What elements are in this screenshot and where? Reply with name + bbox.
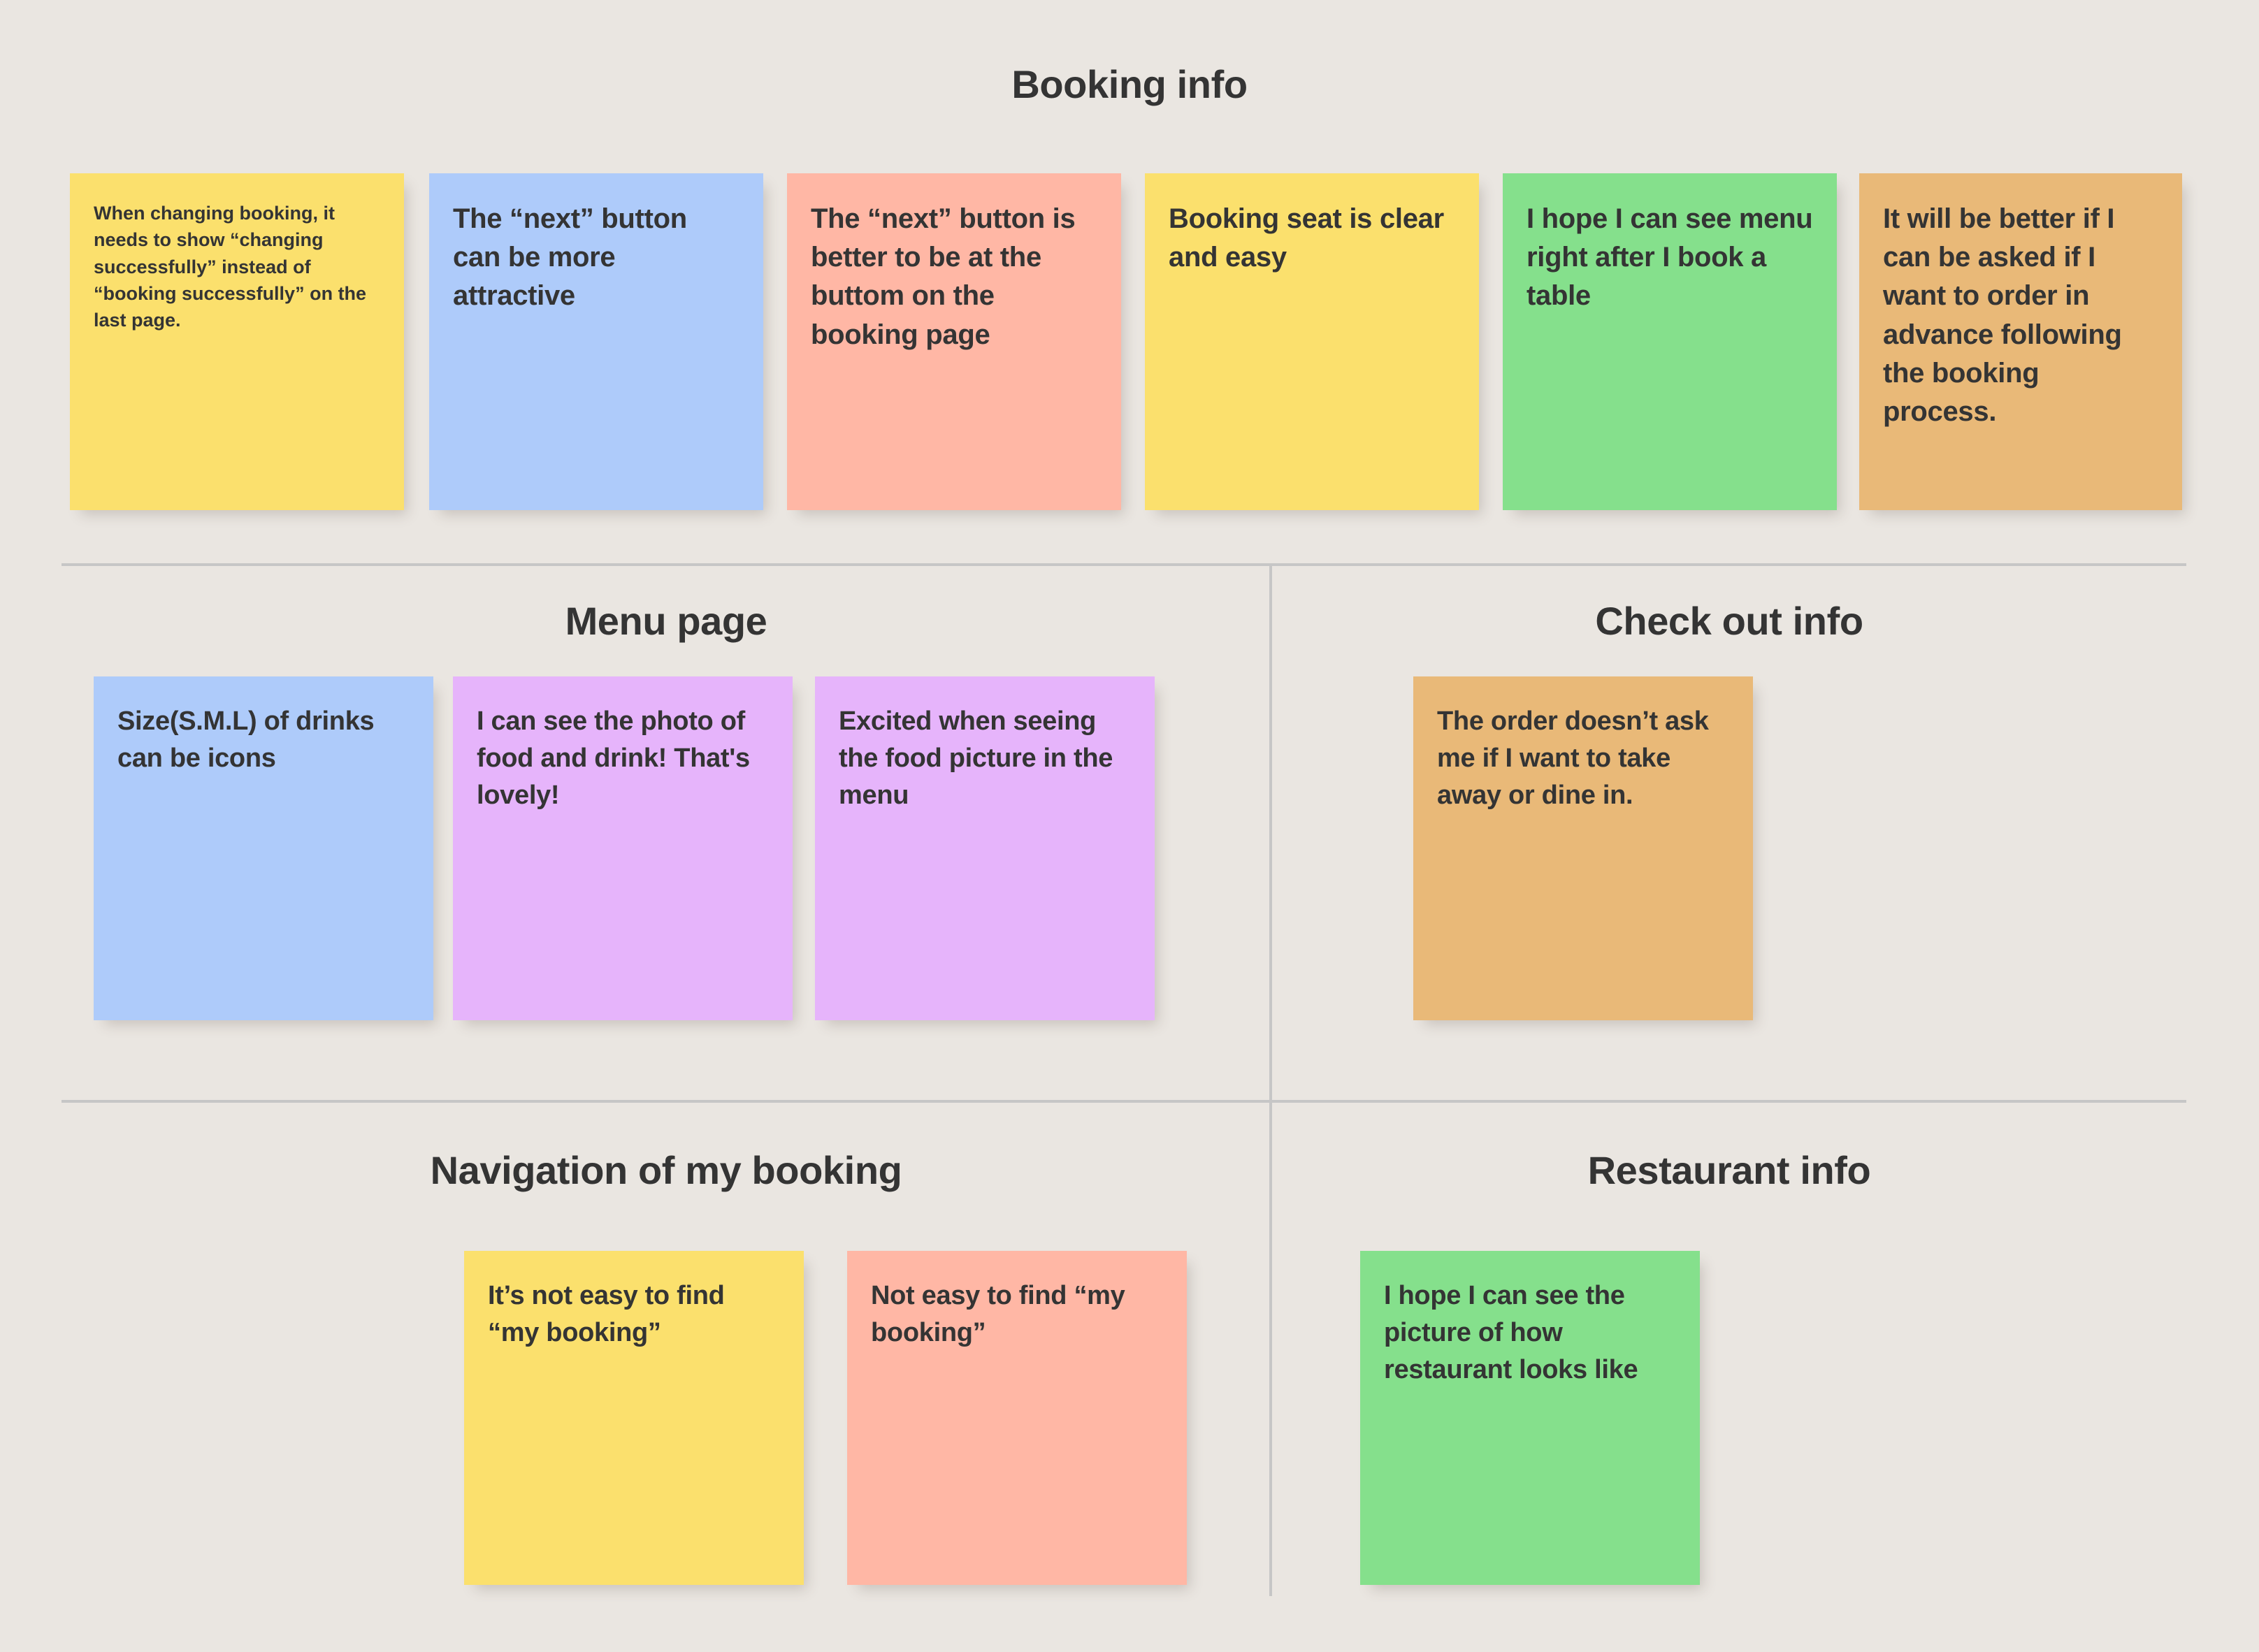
sticky-note[interactable]: Not easy to find “my booking” xyxy=(847,1251,1187,1585)
sticky-note[interactable]: I hope I can see the picture of how rest… xyxy=(1360,1251,1700,1585)
sticky-note-text: When changing booking, it needs to show … xyxy=(94,203,367,331)
sticky-note[interactable]: I can see the photo of food and drink! T… xyxy=(453,676,793,1020)
sticky-note-text: The order doesn’t ask me if I want to ta… xyxy=(1437,707,1709,811)
sticky-note[interactable]: When changing booking, it needs to show … xyxy=(70,173,404,510)
divider-vertical xyxy=(1269,563,1272,1596)
sticky-note-text: Not easy to find “my booking” xyxy=(871,1281,1125,1348)
sticky-note-text: It will be better if I can be asked if I… xyxy=(1883,203,2122,427)
divider-horizontal-bottom xyxy=(62,1100,2186,1103)
sticky-note-text: The “next” button is better to be at the… xyxy=(811,203,1076,350)
sticky-note[interactable]: I hope I can see menu right after I book… xyxy=(1503,173,1837,510)
divider-horizontal-top xyxy=(62,563,2186,566)
sticky-note-text: The “next” button can be more attractive xyxy=(453,203,687,312)
sticky-note-text: I can see the photo of food and drink! T… xyxy=(477,707,750,811)
sticky-note[interactable]: Booking seat is clear and easy xyxy=(1145,173,1479,510)
section-title-restaurant-info: Restaurant info xyxy=(1587,1148,1871,1192)
sticky-note[interactable]: The “next” button is better to be at the… xyxy=(787,173,1121,510)
sticky-note-text: Size(S.M.L) of drinks can be icons xyxy=(117,707,375,774)
section-title-menu-page: Menu page xyxy=(565,599,767,643)
sticky-note-text: It’s not easy to find “my booking” xyxy=(488,1281,725,1348)
section-title-booking-info: Booking info xyxy=(1011,62,1248,106)
section-title-navigation-of-my-booking: Navigation of my booking xyxy=(430,1148,902,1192)
sticky-note-text: I hope I can see the picture of how rest… xyxy=(1384,1281,1638,1385)
sticky-note[interactable]: Size(S.M.L) of drinks can be icons xyxy=(94,676,433,1020)
sticky-note[interactable]: Excited when seeing the food picture in … xyxy=(815,676,1155,1020)
sticky-note[interactable]: It will be better if I can be asked if I… xyxy=(1859,173,2182,510)
sticky-note[interactable]: The “next” button can be more attractive xyxy=(429,173,763,510)
sticky-note-text: Excited when seeing the food picture in … xyxy=(839,707,1113,811)
sticky-note-text: I hope I can see menu right after I book… xyxy=(1527,203,1813,312)
sticky-note-text: Booking seat is clear and easy xyxy=(1169,203,1444,273)
section-title-check-out-info: Check out info xyxy=(1595,599,1863,643)
sticky-note[interactable]: It’s not easy to find “my booking” xyxy=(464,1251,804,1585)
sticky-note[interactable]: The order doesn’t ask me if I want to ta… xyxy=(1413,676,1753,1020)
